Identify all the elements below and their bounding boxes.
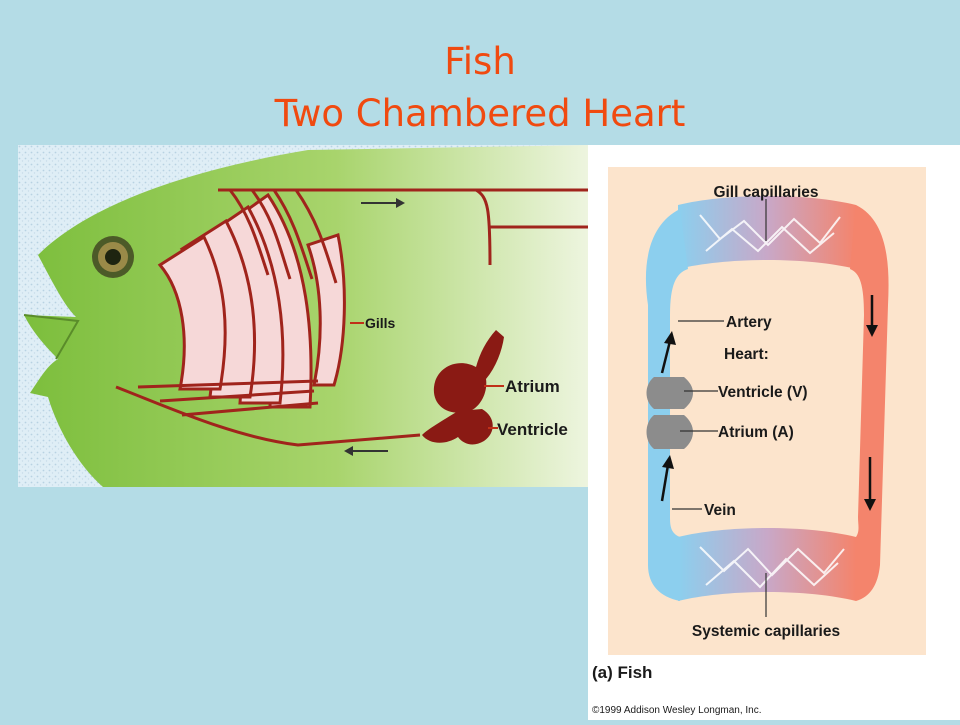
heart-chambers: [646, 377, 693, 449]
flow-arrows: [660, 295, 878, 511]
circulation-svg: Gill capillaries Artery Heart: Ventricle…: [592, 167, 926, 716]
title-line-fish: Fish: [444, 40, 516, 83]
svg-text:Gills: Gills: [365, 315, 396, 331]
capillary-network: [699, 214, 845, 589]
fish-heart: [422, 330, 504, 445]
label-systemic-capillaries: Systemic capillaries: [692, 623, 840, 640]
leader-lines: [672, 199, 767, 617]
fish-eye: [92, 236, 134, 278]
circulation-diagram: Gill capillaries Artery Heart: Ventricle…: [588, 145, 960, 720]
label-heart: Heart:: [724, 346, 769, 363]
copyright-notice: ©1999 Addison Wesley Longman, Inc.: [592, 705, 762, 716]
label-atrium-a: Atrium (A): [718, 424, 794, 441]
label-gills: Gills: [350, 315, 396, 331]
fish-anatomy-diagram: Gills Atrium Ventricle: [18, 145, 590, 487]
slide-title: Fish Two Chambered Heart: [0, 36, 960, 140]
figure-caption: (a) Fish: [592, 663, 652, 682]
label-atrium: Atrium: [484, 377, 560, 396]
flow-arrowhead-left: [344, 446, 353, 456]
gill-filaments: [157, 192, 346, 409]
blood-vessels: [115, 188, 590, 447]
label-gill-capillaries: Gill capillaries: [713, 184, 818, 201]
svg-text:Atrium: Atrium: [505, 377, 560, 396]
flow-arrowhead-right: [396, 198, 405, 208]
fish-anatomy-svg: Gills Atrium Ventricle: [18, 145, 590, 487]
title-line-heart: Two Chambered Heart: [274, 92, 686, 135]
label-ventricle: Ventricle: [488, 420, 568, 439]
label-artery: Artery: [726, 314, 772, 331]
svg-text:Ventricle: Ventricle: [497, 420, 568, 439]
label-ventricle-v: Ventricle (V): [718, 384, 808, 401]
fish-mouth: [23, 314, 80, 360]
label-vein: Vein: [704, 502, 736, 519]
